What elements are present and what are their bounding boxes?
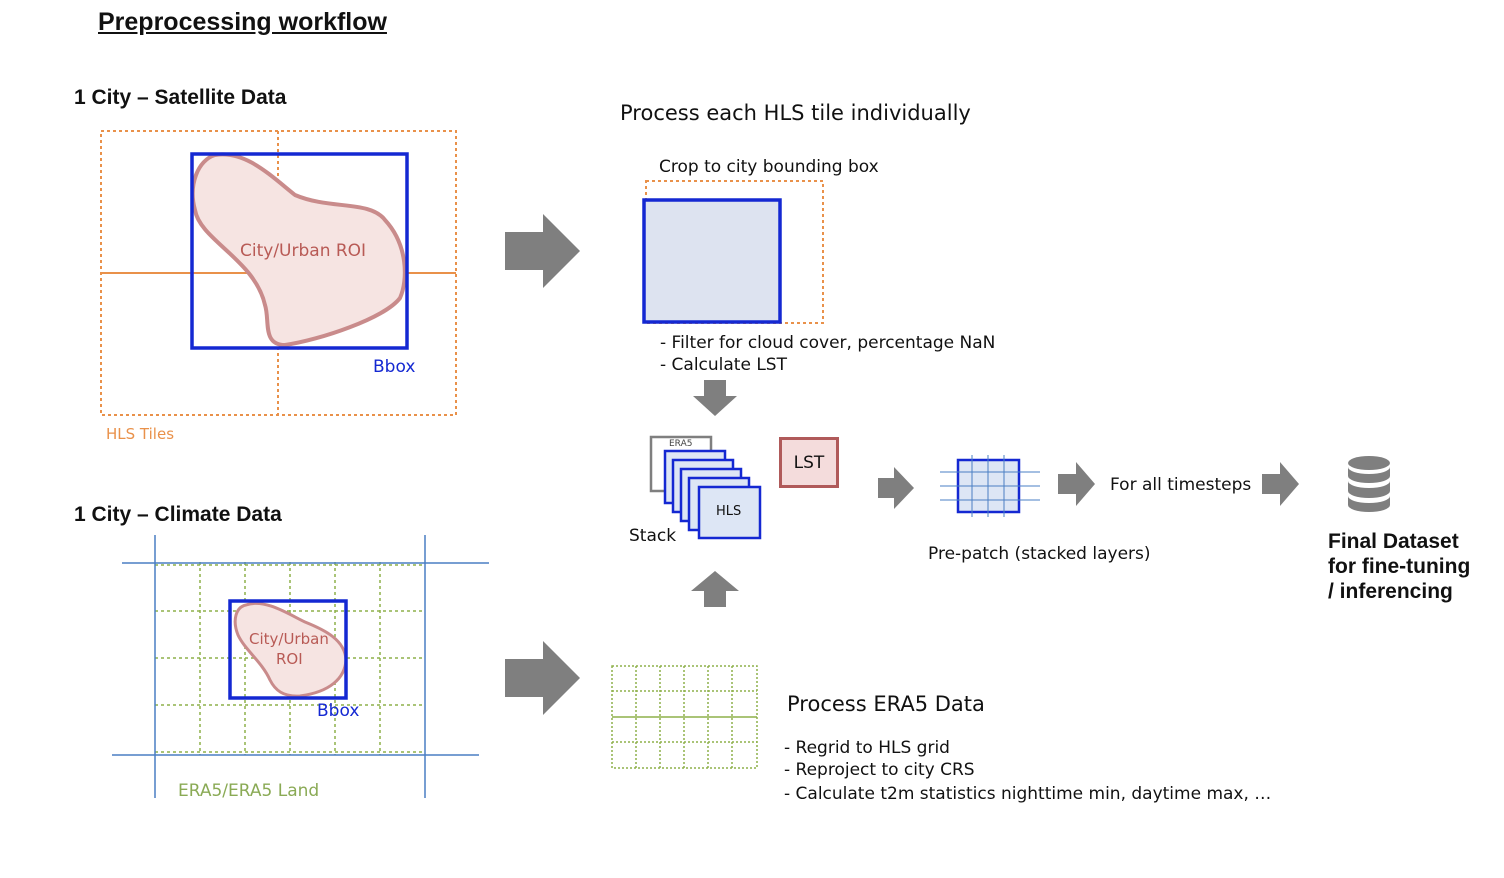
arrow-right-icon (505, 641, 580, 715)
lst-layer: LST (779, 437, 839, 488)
stack-back-layer-label: ERA5 (669, 439, 693, 449)
satellite-bbox (190, 152, 409, 350)
era5-process-heading: Process ERA5 Data (787, 692, 985, 716)
cropped-bbox (642, 198, 782, 324)
climate-bbox-label: Bbox (317, 701, 360, 721)
arrow-right-icon (505, 214, 580, 288)
arrow-right-icon (1058, 462, 1095, 506)
timesteps-label: For all timesteps (1110, 475, 1252, 495)
climate-roi-shape (233, 602, 348, 698)
bbox-label: Bbox (373, 357, 416, 377)
final-dataset-label: Final Dataset for fine-tuning / inferenc… (1328, 529, 1498, 604)
hls-step-1: - Filter for cloud cover, percentage NaN (660, 333, 996, 353)
era5-step-2: - Reproject to city CRS (784, 760, 975, 780)
stack-label: Stack (629, 526, 677, 546)
climate-roi-label-line2: ROI (276, 650, 303, 668)
database-icon (1348, 456, 1390, 512)
climate-bbox (228, 599, 348, 700)
final-line-1: Final Dataset (1328, 530, 1459, 553)
hls-tiles-label: HLS Tiles (106, 425, 175, 443)
final-line-2: for fine-tuning (1328, 555, 1471, 578)
era5-step-1: - Regrid to HLS grid (784, 738, 950, 758)
layer-stack (649, 435, 762, 540)
prepatch-grid (940, 455, 1040, 517)
page-title: Preprocessing workflow (98, 8, 387, 36)
roi-label: City/Urban ROI (240, 241, 367, 261)
final-line-3: / inferencing (1328, 580, 1453, 603)
hls-process-heading: Process each HLS tile individually (620, 101, 971, 125)
era5-grid-label: ERA5/ERA5 Land (178, 781, 320, 801)
prepatch-label: Pre-patch (stacked layers) (928, 544, 1151, 564)
climate-heading: 1 City – Climate Data (74, 503, 282, 526)
arrow-up-icon (691, 571, 739, 607)
crop-label: Crop to city bounding box (659, 157, 879, 177)
climate-roi-label-line1: City/Urban (249, 630, 329, 648)
arrow-right-icon (878, 467, 914, 509)
arrow-right-icon (1262, 462, 1299, 506)
hls-step-2: - Calculate LST (660, 355, 787, 375)
lst-label: LST (793, 452, 825, 473)
stack-front-layer-label: HLS (716, 504, 742, 519)
arrow-down-icon (693, 380, 737, 416)
satellite-heading: 1 City – Satellite Data (74, 86, 287, 109)
era5-step-3: - Calculate t2m statistics nighttime min… (784, 784, 1272, 804)
era5-process-grid (611, 665, 758, 769)
city-roi-shape (190, 152, 407, 348)
